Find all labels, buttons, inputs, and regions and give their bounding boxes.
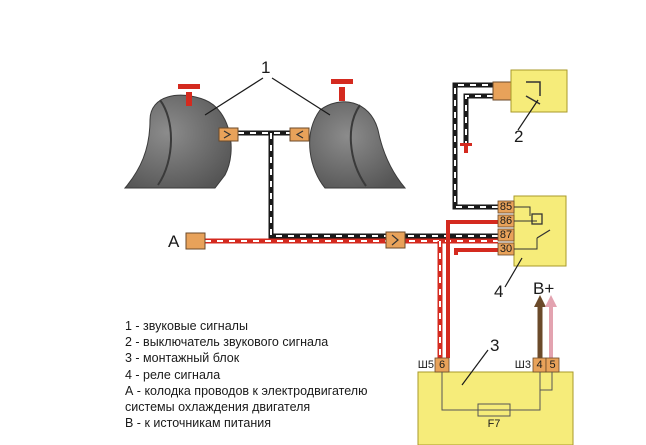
inline-connector: [385, 231, 406, 249]
fuse-label: F7: [487, 418, 501, 430]
horn-switch: [460, 69, 568, 153]
callout-relay: 4: [494, 282, 504, 301]
socket-pin-4: 4: [536, 359, 543, 371]
legend-item: 3 - монтажный блок: [125, 351, 240, 366]
connector-a: [185, 232, 206, 250]
leader-lines: [204, 77, 539, 386]
legend-item: 4 - реле сигнала: [125, 367, 221, 382]
horn-ground-wire: [238, 130, 498, 239]
horn-relay: [497, 195, 567, 267]
legend-item: 2 - выключатель звукового сигнала: [125, 335, 329, 350]
relay-pin-86: 86: [499, 215, 513, 227]
horn-right: [289, 79, 407, 189]
socket-label-right: Ш3: [514, 359, 531, 371]
mounting-block: [417, 357, 574, 445]
relay-power-wires: [446, 220, 498, 358]
relay-pin-30: 30: [499, 243, 513, 255]
legend-item: В - к источникам питания: [125, 416, 271, 431]
legend-item: А - колодка проводов к электродвигателю: [125, 383, 368, 398]
callout-mount-block: 3: [490, 336, 500, 355]
legend: 1 - звуковые сигналы 2 - выключатель зву…: [125, 318, 367, 431]
legend-item: 1 - звуковые сигналы: [125, 319, 248, 333]
socket-pin-5: 5: [549, 359, 556, 371]
legend-item: системы охлаждения двигателя: [125, 400, 311, 415]
callout-connector-a: A: [168, 232, 180, 251]
switch-wire: [452, 82, 498, 210]
supply-wires: [534, 295, 557, 358]
horn-left: [123, 84, 239, 189]
socket-pin-6: 6: [438, 359, 446, 371]
relay-pin-87: 87: [499, 229, 513, 241]
socket-label-left: Ш5: [417, 359, 434, 371]
relay-pin-85: 85: [499, 201, 513, 213]
callout-horns: 1: [261, 58, 271, 77]
callout-supply: B+: [533, 279, 555, 298]
callout-switch: 2: [514, 127, 524, 146]
